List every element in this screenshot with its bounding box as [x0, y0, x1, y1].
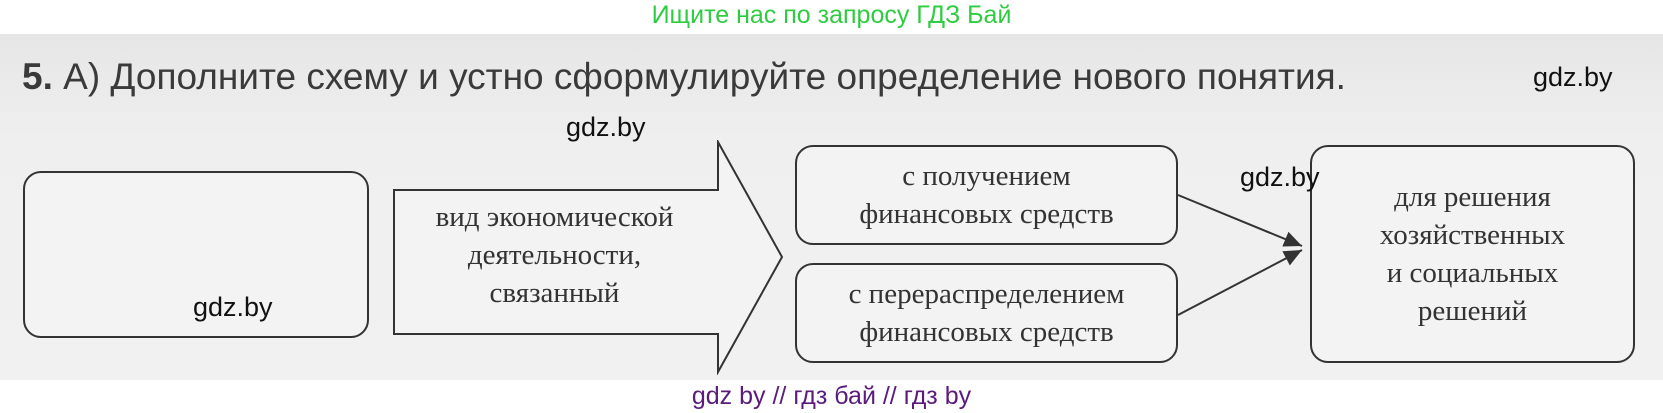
box-line: и социальных — [1386, 257, 1559, 289]
box-line: хозяйственных — [1379, 219, 1566, 251]
arrow-line: связанный — [489, 277, 620, 309]
empty-answer-box — [23, 171, 369, 338]
task-number: 5. — [22, 56, 53, 97]
watermark: gdz.by — [1533, 62, 1613, 92]
top-banner: Ищите нас по запросу ГДЗ Бай — [651, 1, 1012, 29]
connector-lower — [1177, 249, 1303, 316]
arrow-line: вид экономической — [435, 201, 674, 233]
box-obtaining-funds: с получением финансовых средств — [795, 145, 1178, 245]
bottom-banner: gdz by // гдз бай // гдз by — [691, 382, 972, 410]
definition-arrow: вид экономической деятельности, связанны… — [392, 140, 785, 375]
box-purpose: для решения хозяйственных и социальных р… — [1310, 145, 1635, 363]
watermark: gdz.by — [566, 112, 646, 142]
watermark: gdz.by — [193, 292, 273, 322]
box-line: с получением — [902, 160, 1071, 192]
task-heading: 5. А) Дополните схему и устно сформулиру… — [22, 56, 1346, 98]
box-redistribution-funds: с перераспределением финансовых средств — [795, 263, 1178, 363]
arrow-text: вид экономической деятельности, связанны… — [402, 198, 707, 312]
arrow-line: деятельности, — [467, 239, 642, 271]
box-line: решений — [1417, 295, 1528, 327]
box-line: финансовых средств — [859, 316, 1114, 348]
task-text: А) Дополните схему и устно сформулируйте… — [63, 56, 1346, 97]
box-line: с перераспределением — [848, 278, 1125, 310]
connector-upper — [1177, 194, 1303, 247]
watermark: gdz.by — [1240, 162, 1320, 192]
box-line: финансовых средств — [859, 198, 1114, 230]
box-line: для решения — [1394, 181, 1551, 213]
